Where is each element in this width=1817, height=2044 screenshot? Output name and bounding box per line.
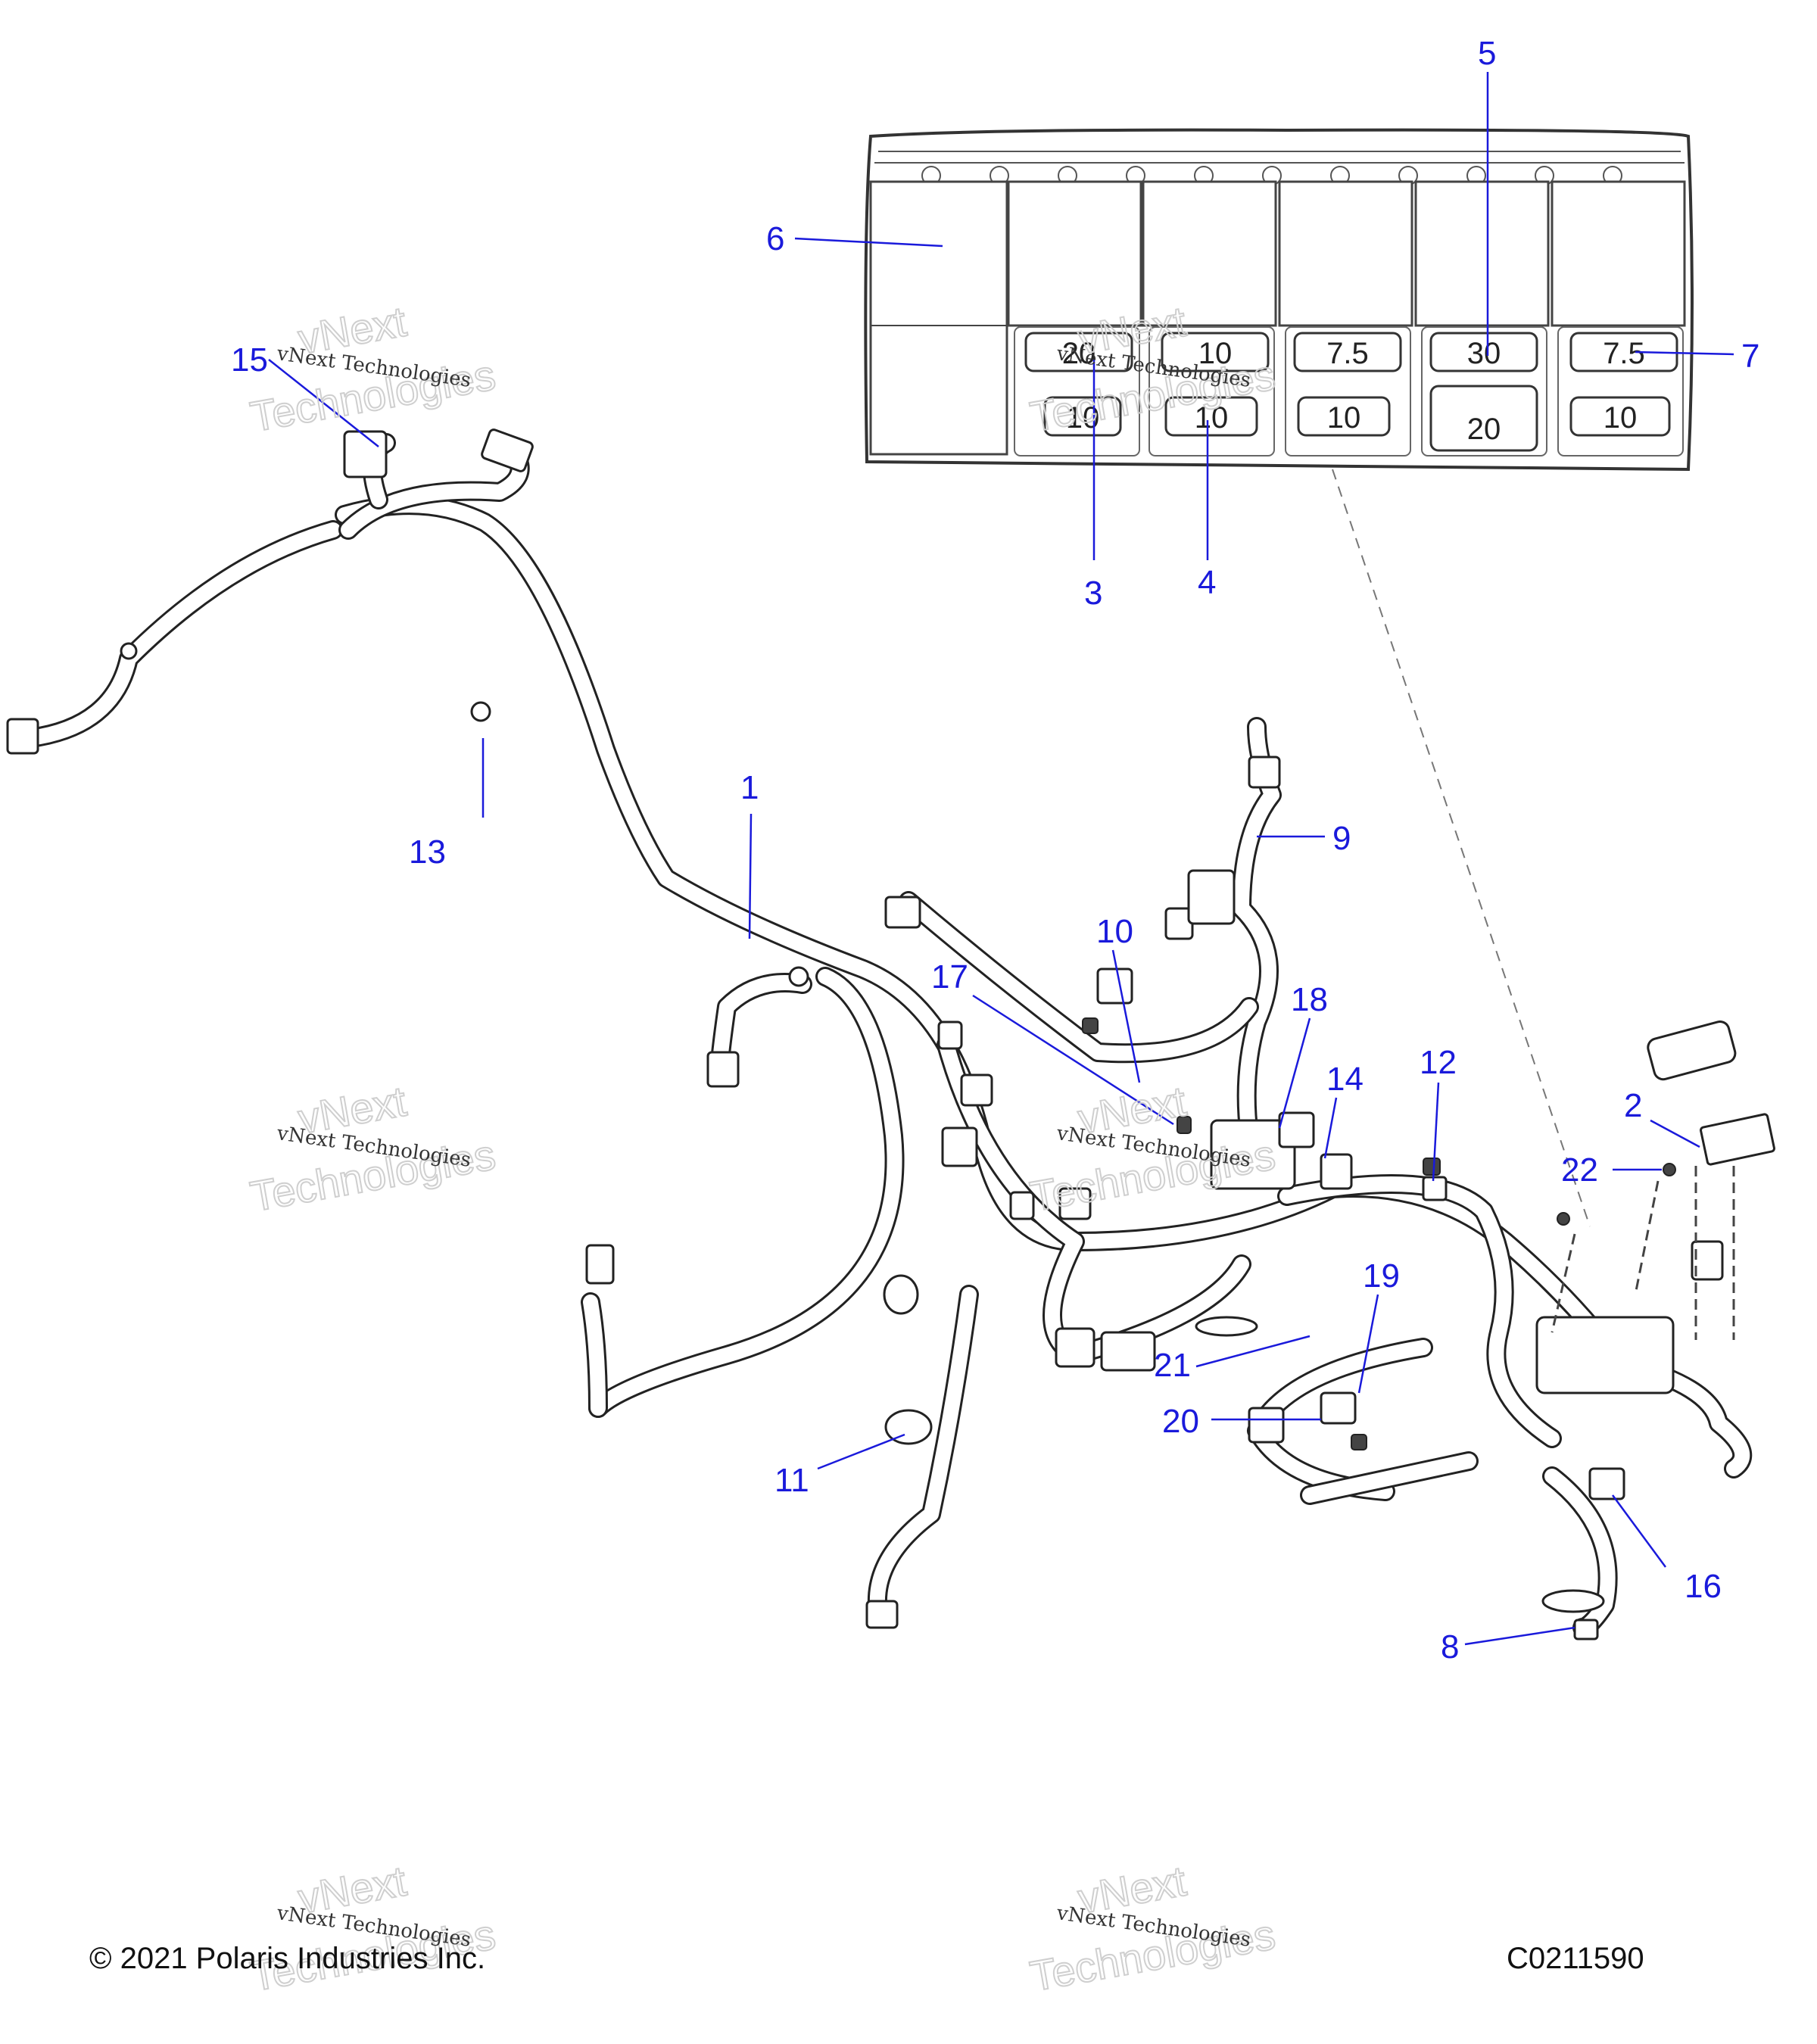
- callout-5: 5: [1478, 35, 1496, 72]
- explode-line: [1332, 469, 1591, 1227]
- fuse-bottom-3: 10: [1327, 401, 1361, 435]
- callout-12: 12: [1420, 1044, 1457, 1081]
- fuse-top-3: 7.5: [1326, 337, 1369, 370]
- callout-8: 8: [1441, 1628, 1459, 1665]
- callout-14: 14: [1326, 1061, 1364, 1098]
- fuse-box: 20 10 7.5 30 7.5 10 10 10 20 10: [864, 128, 1694, 472]
- fuse-top-4: 30: [1467, 337, 1501, 370]
- callout-10: 10: [1096, 913, 1133, 950]
- callout-22: 22: [1561, 1151, 1598, 1189]
- callout-17: 17: [931, 958, 968, 996]
- callout-3: 3: [1084, 575, 1102, 612]
- callout-15: 15: [231, 341, 268, 379]
- callout-18: 18: [1291, 981, 1328, 1018]
- fuse-top-1: 20: [1062, 337, 1096, 370]
- watermarks: vNext Technologies vNext Technologies vN…: [246, 297, 1279, 2002]
- fuse-top-5: 7.5: [1603, 337, 1645, 370]
- fuse-bottom-4: 20: [1467, 413, 1501, 446]
- drawing-code: C0211590: [1507, 1942, 1644, 1975]
- callout-16: 16: [1685, 1568, 1722, 1605]
- fuse-bottom-2: 10: [1195, 401, 1229, 435]
- copyright-text: © 2021 Polaris Industries Inc.: [89, 1942, 485, 1975]
- callout-13: 13: [409, 833, 446, 871]
- callout-9: 9: [1332, 820, 1351, 857]
- fuse-top-2: 10: [1198, 337, 1233, 370]
- callout-19: 19: [1363, 1257, 1400, 1295]
- callout-4: 4: [1198, 564, 1216, 601]
- callout-20: 20: [1162, 1403, 1199, 1440]
- fuse-bottom-5: 10: [1604, 401, 1638, 435]
- callout-2: 2: [1624, 1087, 1642, 1124]
- wiring-harness: [6, 428, 1775, 1640]
- callout-21: 21: [1154, 1347, 1191, 1384]
- callout-7: 7: [1741, 338, 1759, 375]
- callout-1: 1: [740, 769, 759, 806]
- callout-11: 11: [774, 1462, 809, 1499]
- callouts: 1 2 3 4 5 6 7 8 9 10 11 12 13 14 15 16 1: [231, 35, 1759, 1665]
- callout-6: 6: [766, 220, 784, 257]
